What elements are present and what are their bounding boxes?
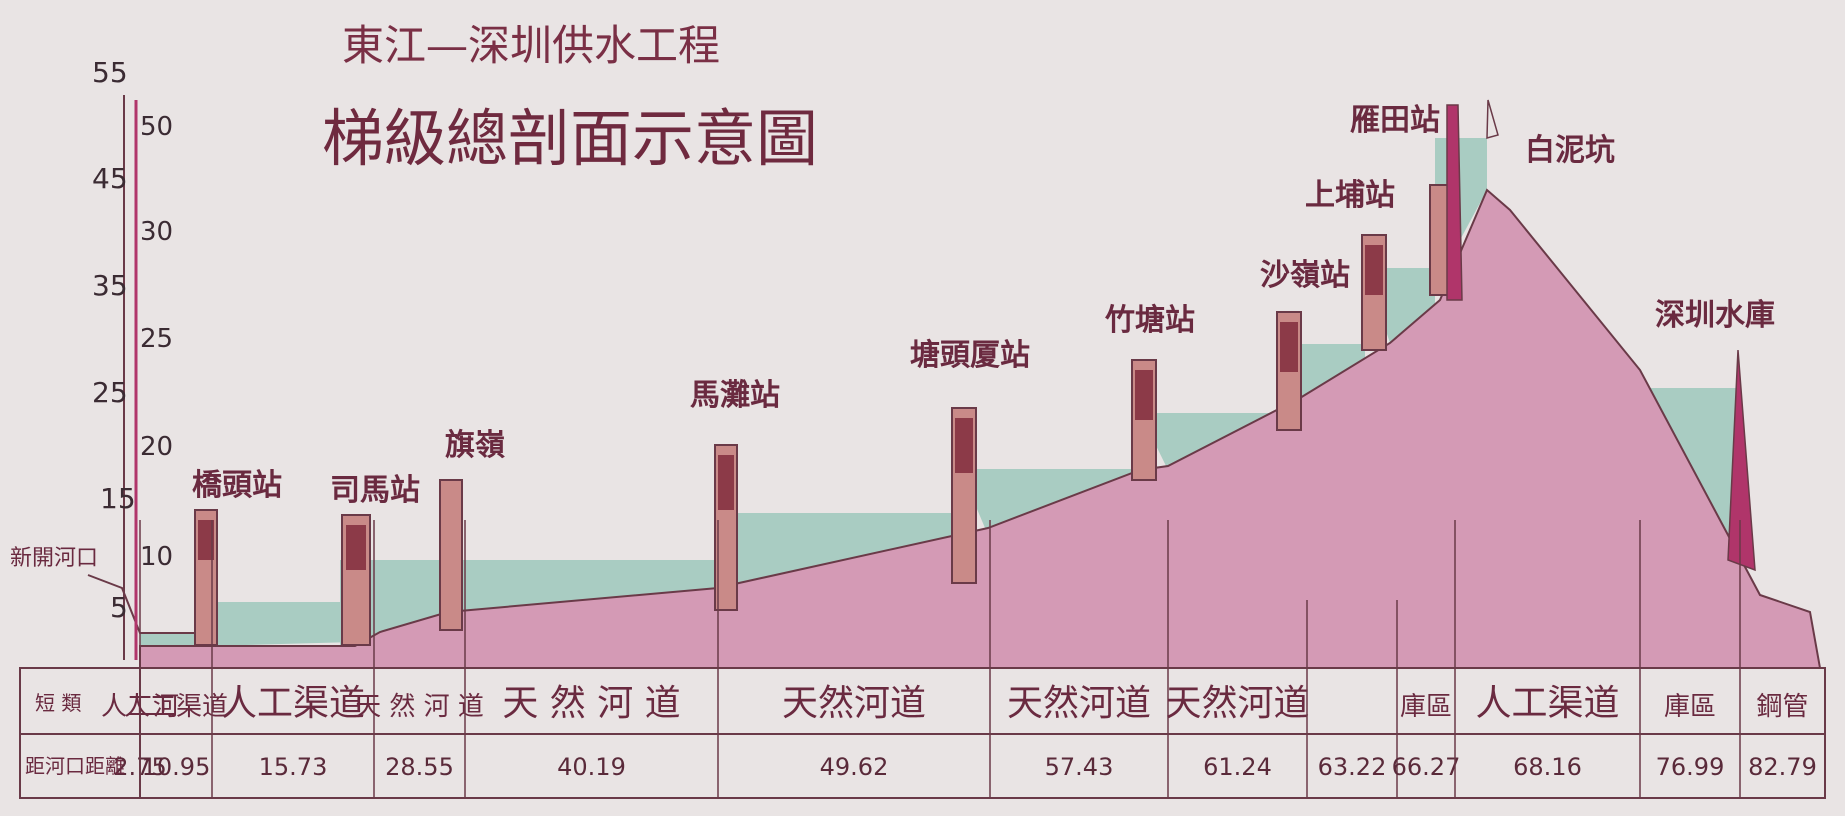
scale-tick: 25 bbox=[140, 324, 173, 354]
table-cell-distance: 28.55 bbox=[385, 753, 454, 781]
scale-tick: 45 bbox=[92, 162, 128, 195]
table-row2-header: 距河口距離 bbox=[25, 754, 125, 778]
scale-tick: 35 bbox=[92, 269, 128, 302]
start-label: 新開河口 bbox=[10, 546, 98, 571]
table-cell-distance: 49.62 bbox=[820, 753, 889, 781]
table-cell-type: 天 然 河 道 bbox=[355, 692, 484, 722]
station-matan bbox=[714, 444, 738, 611]
table-cell-distance: 10.95 bbox=[142, 753, 211, 781]
station-shalin bbox=[1276, 311, 1302, 431]
station-shangpu bbox=[1361, 234, 1387, 351]
scale-tick: 50 bbox=[140, 112, 173, 142]
station-label: 旗嶺 bbox=[445, 428, 505, 463]
table-cell-type: 人工渠道 bbox=[124, 692, 228, 722]
table-cell-distance: 68.16 bbox=[1513, 753, 1582, 781]
water-segment bbox=[720, 513, 960, 585]
station-zhutang bbox=[1131, 359, 1157, 481]
scale-tick: 20 bbox=[140, 432, 173, 462]
table-cell-type: 庫區 bbox=[1664, 692, 1716, 722]
table-cell-distance: 61.24 bbox=[1203, 753, 1272, 781]
scale-ticks-inner: 10 20 25 30 50 bbox=[140, 112, 173, 572]
station-tangtouxia bbox=[951, 407, 977, 584]
table-cell-distance: 57.43 bbox=[1045, 753, 1114, 781]
table-row1-header: 短 類 bbox=[35, 691, 81, 715]
station-label: 沙嶺站 bbox=[1260, 258, 1350, 293]
table-cell-type: 庫區 bbox=[1400, 692, 1452, 722]
table-cell-distance: 76.99 bbox=[1656, 753, 1725, 781]
station-label: 雁田站 bbox=[1350, 103, 1440, 138]
station-label: 司馬站 bbox=[330, 473, 420, 508]
table-cell-type: 人工渠道 bbox=[221, 683, 365, 724]
station-label: 竹塘站 bbox=[1105, 303, 1195, 338]
station-label: 馬灘站 bbox=[690, 378, 780, 413]
table-cell-type: 鋼管 bbox=[1756, 692, 1808, 722]
scale-ticks-outer: 5 15 25 35 45 55 bbox=[92, 56, 136, 624]
scale-tick: 55 bbox=[92, 56, 128, 89]
scale-tick: 5 bbox=[110, 591, 128, 624]
pipe-shenzhen bbox=[1727, 349, 1756, 572]
title-line-2: 梯級總剖面示意圖 bbox=[322, 102, 818, 175]
station-yantian bbox=[1429, 104, 1463, 301]
station-label: 白泥坑 bbox=[1525, 133, 1615, 168]
title-line-1: 東江—深圳供水工程 bbox=[342, 21, 720, 70]
table-cell-type: 天然河道 bbox=[1007, 683, 1151, 724]
water-segment bbox=[960, 469, 1140, 535]
scale-tick: 15 bbox=[100, 482, 136, 515]
scale-tick: 25 bbox=[92, 376, 128, 409]
station-qiling bbox=[439, 479, 463, 631]
table-cell-type: 天然河道 bbox=[782, 683, 926, 724]
table-cell-distance: 15.73 bbox=[259, 753, 328, 781]
station-sima bbox=[341, 514, 371, 646]
table-cell-distance: 82.79 bbox=[1748, 753, 1817, 781]
station-label: 橋頭站 bbox=[192, 468, 282, 503]
station-labels: 橋頭站 司馬站 旗嶺 馬灘站 塘頭厦站 竹塘站 沙嶺站 上埔站 雁田站 白泥坑 … bbox=[192, 103, 1775, 508]
start-line bbox=[87, 574, 200, 634]
station-qiaotou bbox=[194, 509, 218, 646]
water-segment bbox=[210, 602, 355, 646]
water-segment bbox=[140, 633, 198, 646]
station-label: 上埔站 bbox=[1305, 178, 1395, 213]
scale-tick: 10 bbox=[140, 542, 173, 572]
water-segment bbox=[448, 560, 718, 612]
table-cell-distance: 63.22 bbox=[1318, 753, 1387, 781]
table-cell-distance: 66.27 bbox=[1392, 753, 1461, 781]
station-towers bbox=[194, 99, 1756, 646]
table-cell-type: 天然河道 bbox=[1165, 683, 1309, 724]
table-cell-distance: 40.19 bbox=[557, 753, 626, 781]
scale-tick: 30 bbox=[140, 217, 173, 247]
table-cell-type: 天 然 河 道 bbox=[502, 683, 680, 724]
station-label: 深圳水庫 bbox=[1655, 298, 1775, 333]
peak-baini bbox=[1486, 99, 1499, 139]
table-cell-type: 人工渠道 bbox=[1475, 683, 1619, 724]
station-label: 塘頭厦站 bbox=[910, 338, 1030, 373]
